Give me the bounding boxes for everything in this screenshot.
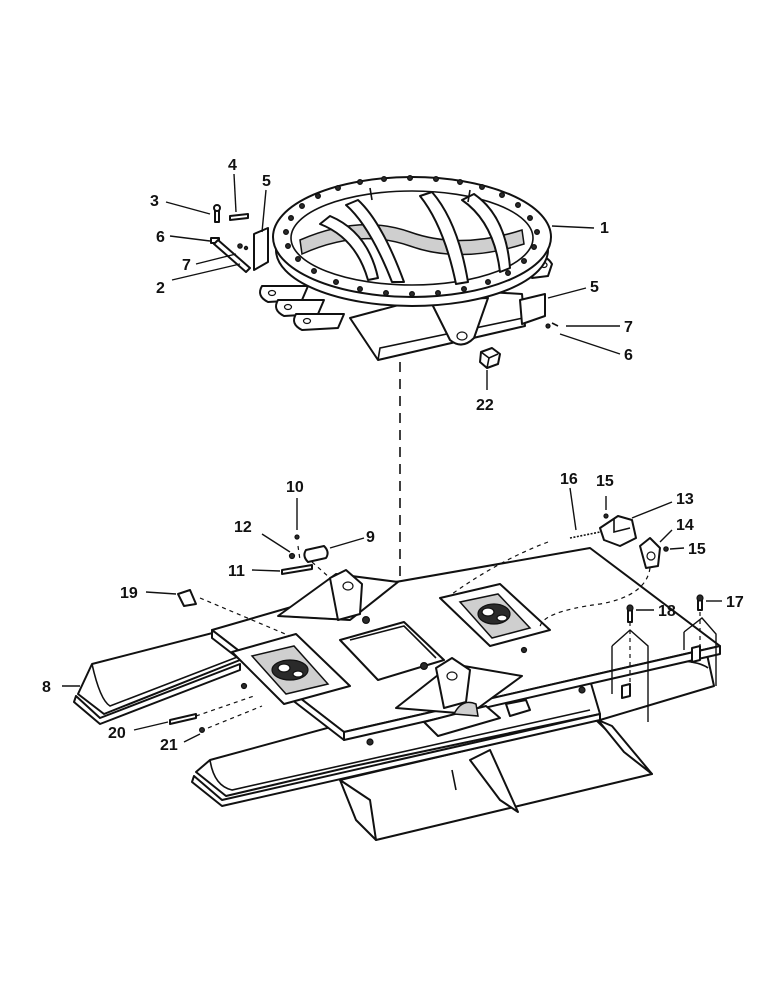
bolt-18 — [627, 609, 633, 623]
callout-6b: 6 — [624, 347, 633, 364]
callout-22: 22 — [476, 397, 494, 414]
callout-6a: 6 — [156, 229, 165, 246]
callout-4: 4 — [228, 157, 237, 174]
ring-inner-webbing — [299, 187, 525, 285]
callout-7a: 7 — [182, 257, 191, 274]
callout-7b: 7 — [624, 319, 633, 336]
pin-9 — [303, 545, 329, 563]
pin-21 — [199, 726, 206, 733]
right-socket-plate — [439, 583, 551, 647]
callout-10: 10 — [286, 479, 304, 496]
cable-16 — [569, 531, 601, 539]
callout-16: 16 — [560, 471, 578, 488]
callout-2: 2 — [156, 280, 165, 297]
callout-15a: 15 — [596, 473, 614, 490]
nut-7 — [237, 243, 243, 249]
callout-12: 12 — [234, 519, 252, 536]
nut-22 — [479, 347, 501, 369]
hinge-pin-2 — [213, 239, 251, 273]
side-plate-right — [519, 293, 546, 325]
front-latch-block — [423, 699, 531, 737]
front-slide-rail — [195, 679, 601, 797]
callout-3: 3 — [150, 193, 159, 210]
callout-1: 1 — [600, 220, 609, 237]
turntable-ring-assembly — [253, 175, 553, 361]
cotter-10 — [294, 534, 300, 540]
ring-bolt-holes — [283, 175, 540, 298]
pin-19 — [177, 589, 197, 607]
callout-labels: 1 2 3 4 5 5 6 6 7 7 8 9 10 11 12 13 14 1… — [42, 157, 744, 754]
callout-11: 11 — [228, 563, 245, 580]
callout-leaders — [62, 173, 722, 743]
callout-8: 8 — [42, 679, 51, 696]
callout-15b: 15 — [688, 541, 706, 558]
callout-9: 9 — [366, 529, 375, 546]
callout-20: 20 — [108, 725, 126, 742]
left-pivot-bracket — [277, 569, 399, 621]
deck-hardware — [169, 513, 704, 733]
right-pivot-bracket — [395, 657, 523, 715]
washer-12 — [288, 552, 296, 560]
screw-15b — [663, 546, 669, 552]
bolt-11 — [281, 564, 313, 575]
callout-5b: 5 — [590, 279, 599, 296]
callout-5a: 5 — [262, 173, 271, 190]
callout-13: 13 — [676, 491, 694, 508]
callout-17: 17 — [726, 594, 744, 611]
assembly-guide-lines — [195, 541, 717, 729]
bolt-20 — [169, 713, 197, 725]
callout-14: 14 — [676, 517, 694, 534]
cotter-pin-4 — [229, 213, 249, 221]
screw-15a — [603, 513, 609, 519]
side-plate-left — [253, 227, 269, 271]
ring-pivot-lug — [429, 297, 489, 346]
left-socket-plate — [231, 633, 351, 705]
ring-hinge-hardware — [210, 204, 559, 329]
base-frame-assembly — [73, 547, 721, 841]
callout-18: 18 — [658, 603, 676, 620]
callout-21: 21 — [160, 737, 178, 754]
callout-19: 19 — [120, 585, 138, 602]
